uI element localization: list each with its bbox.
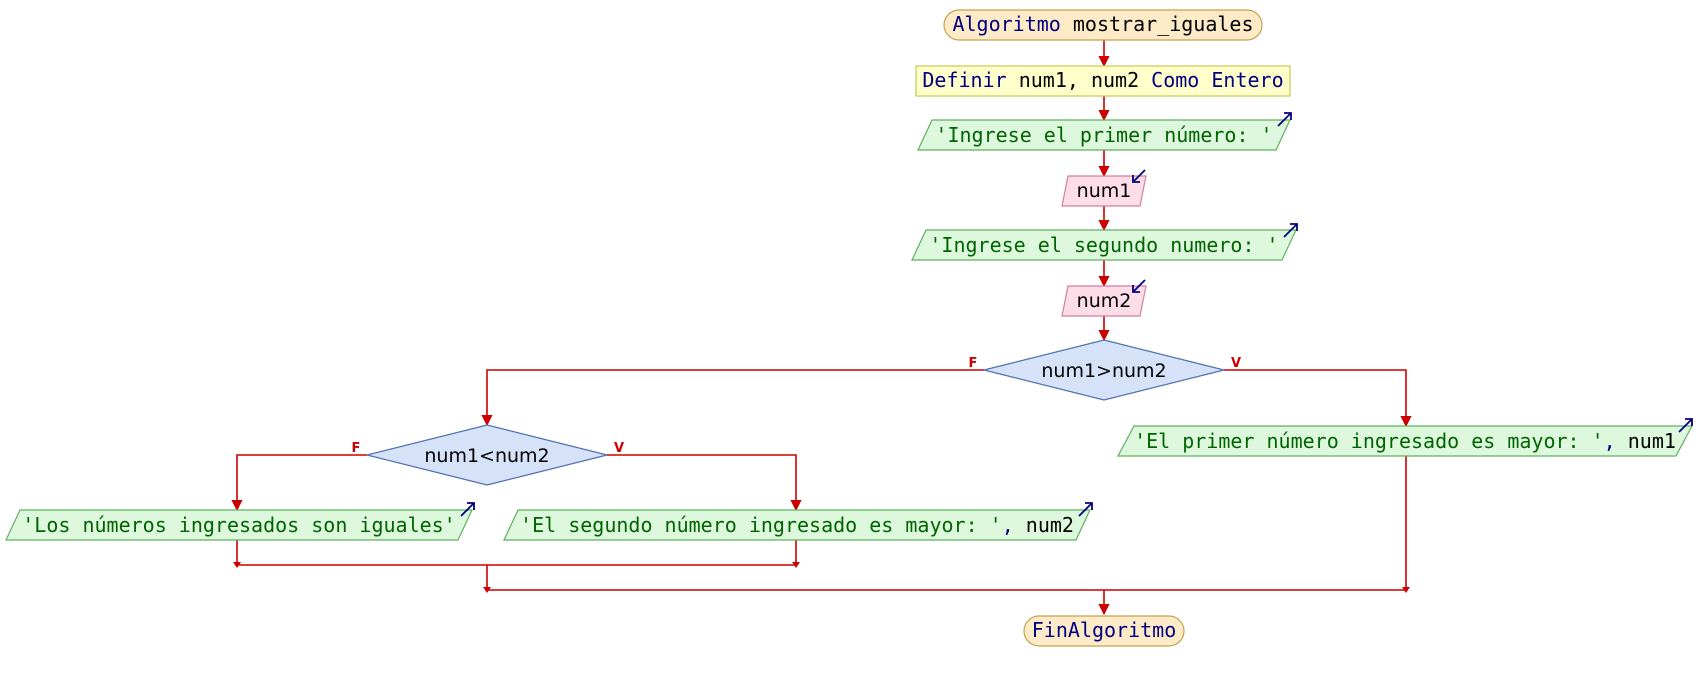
define-keyword: Definir [922, 68, 1006, 92]
decision-num1-gt-num2: num1>num2 F V [969, 339, 1241, 401]
start-keyword: Algoritmo [952, 12, 1060, 36]
arrow-up-right-icon [1283, 223, 1298, 238]
arrow-up-right-icon [1678, 418, 1693, 433]
output-equal: 'Los números ingresados son iguales' [5, 502, 475, 541]
start-terminal: Algoritmo mostrar_iguales [943, 9, 1263, 41]
svg-text:'El primer número ingresado es: 'El primer número ingresado es mayor: ',… [1134, 429, 1676, 453]
define-type: Entero [1211, 68, 1283, 92]
end-terminal: FinAlgoritmo [1023, 615, 1185, 647]
svg-text:Algoritmo mostrar_iguales: Algoritmo mostrar_iguales [952, 12, 1253, 36]
merge-ticks [233, 562, 1410, 593]
end-terminal-text: FinAlgoritmo [1032, 618, 1177, 642]
svg-text:Definir num1, num2 Como Entero: Definir num1, num2 Como Entero [922, 68, 1283, 92]
svg-text:'El segundo número ingresado e: 'El segundo número ingresado es mayor: '… [520, 513, 1074, 537]
arrow-down-left-icon [1132, 279, 1146, 293]
output-first-greater-sep: , [1604, 429, 1616, 453]
arrow-up-right-icon [1078, 502, 1093, 517]
input-num1: num1 [1061, 169, 1147, 207]
output-first-greater-string: 'El primer número ingresado es mayor: ' [1134, 429, 1604, 453]
arrow-cond1-false [481, 369, 984, 427]
output-second-greater-sep: , [1002, 513, 1014, 537]
arrow-up-right-icon [1277, 112, 1292, 127]
output-prompt-2-text: 'Ingrese el segundo numero: ' [929, 233, 1278, 257]
output-second-greater-string: 'El segundo número ingresado es mayor: ' [520, 513, 1002, 537]
define-vars: num1, num2 [1019, 68, 1139, 92]
decision-2-false-label: F [352, 441, 361, 456]
input-num2-text: num2 [1077, 290, 1132, 312]
decision-2-true-label: V [614, 441, 624, 456]
define-process: Definir num1, num2 Como Entero [915, 65, 1291, 97]
input-num1-text: num1 [1077, 180, 1132, 202]
connectors [231, 40, 1412, 616]
decision-1-false-label: F [969, 356, 978, 371]
decision-1-text: num1>num2 [1041, 360, 1166, 382]
output-second-greater: 'El segundo número ingresado es mayor: '… [503, 502, 1093, 541]
output-first-greater: 'El primer número ingresado es mayor: ',… [1117, 418, 1693, 457]
output-prompt-1-text: 'Ingrese el primer número: ' [935, 123, 1272, 147]
output-prompt-2: 'Ingrese el segundo numero: ' [911, 223, 1298, 261]
decision-2-text: num1<num2 [424, 445, 549, 467]
output-prompt-1: 'Ingrese el primer número: ' [917, 112, 1292, 151]
define-como: Como [1151, 68, 1199, 92]
decision-1-true-label: V [1231, 356, 1241, 371]
arrow-cond2-false [231, 454, 367, 512]
algorithm-name: mostrar_iguales [1073, 12, 1254, 36]
output-first-greater-var: num1 [1628, 429, 1676, 453]
arrow-up-right-icon [460, 502, 475, 517]
arrow-down-left-icon [1132, 169, 1146, 183]
input-num2: num2 [1061, 279, 1147, 317]
output-equal-text: 'Los números ingresados son iguales' [22, 513, 455, 537]
output-second-greater-var: num2 [1026, 513, 1074, 537]
arrow-cond2-true [607, 454, 802, 512]
arrow-cond1-true [1224, 369, 1412, 428]
decision-num1-lt-num2: num1<num2 F V [352, 424, 624, 486]
